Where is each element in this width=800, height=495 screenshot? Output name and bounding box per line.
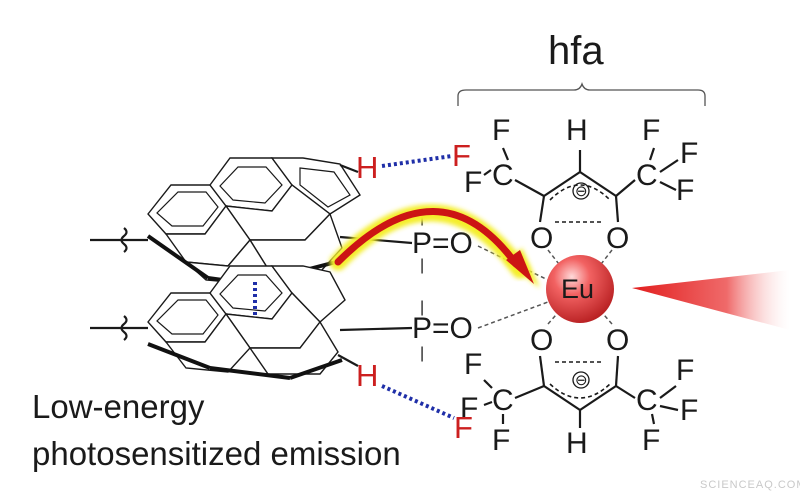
svg-text:C: C bbox=[636, 384, 658, 417]
upper-aromatic-layer bbox=[146, 157, 361, 286]
hfa-ligand-upper: F F C H F C F F O O ⊖ bbox=[464, 114, 698, 269]
svg-text:O: O bbox=[606, 222, 629, 255]
svg-text:F: F bbox=[464, 348, 482, 381]
caption-line-2: photosensitized emission bbox=[32, 435, 401, 472]
svg-text:O: O bbox=[606, 324, 629, 357]
europium-label: Eu bbox=[561, 274, 594, 304]
svg-text:H: H bbox=[566, 427, 588, 460]
svg-text:F: F bbox=[464, 166, 482, 199]
phosphine-oxide-upper: P=O bbox=[412, 227, 473, 260]
hfa-ligand-lower: O O F F C F H C F F F ⊖ bbox=[460, 307, 698, 460]
svg-text:C: C bbox=[492, 159, 514, 192]
svg-text:F: F bbox=[492, 424, 510, 457]
p-bond-mark-lower-top: | bbox=[420, 299, 424, 316]
p-bond-mark-upper-bottom: | bbox=[420, 257, 424, 274]
p-bond-mark-lower-bottom: | bbox=[420, 345, 424, 362]
svg-text:F: F bbox=[676, 354, 694, 387]
svg-text:F: F bbox=[680, 137, 698, 170]
europium-ion bbox=[546, 255, 614, 323]
svg-text:O: O bbox=[530, 222, 553, 255]
energy-transfer-arrow bbox=[329, 204, 540, 288]
caption-line-1: Low-energy bbox=[32, 388, 205, 425]
hydrogen-upper: H bbox=[356, 150, 378, 185]
alkyl-tail-upper bbox=[90, 227, 148, 253]
fluorine-upper-hbonded: F bbox=[452, 138, 471, 173]
lower-aromatic-layer bbox=[147, 265, 346, 380]
svg-text:C: C bbox=[636, 159, 658, 192]
hydrogen-bond-lower bbox=[381, 384, 455, 420]
emission-beam bbox=[632, 270, 790, 330]
svg-text:F: F bbox=[676, 174, 694, 207]
svg-text:C: C bbox=[492, 384, 514, 417]
watermark: SCIENCEAQ.COM bbox=[700, 479, 800, 491]
svg-text:H: H bbox=[566, 114, 588, 147]
svg-text:O: O bbox=[530, 324, 553, 357]
hfa-bracket bbox=[457, 81, 706, 106]
svg-text:⊖: ⊖ bbox=[575, 372, 588, 389]
svg-text:F: F bbox=[642, 424, 660, 457]
svg-text:F: F bbox=[642, 114, 660, 147]
hydrogen-lower: H bbox=[356, 358, 378, 393]
svg-text:⊖: ⊖ bbox=[575, 183, 588, 200]
alkyl-tail-lower bbox=[90, 315, 148, 341]
svg-text:F: F bbox=[492, 114, 510, 147]
svg-text:F: F bbox=[460, 392, 478, 425]
hydrogen-bond-upper bbox=[381, 154, 453, 168]
phosphine-oxide-lower: P=O bbox=[412, 312, 473, 345]
svg-text:F: F bbox=[680, 394, 698, 427]
hfa-label: hfa bbox=[548, 29, 604, 73]
fluorine-lower-hbonded: F bbox=[454, 410, 473, 445]
